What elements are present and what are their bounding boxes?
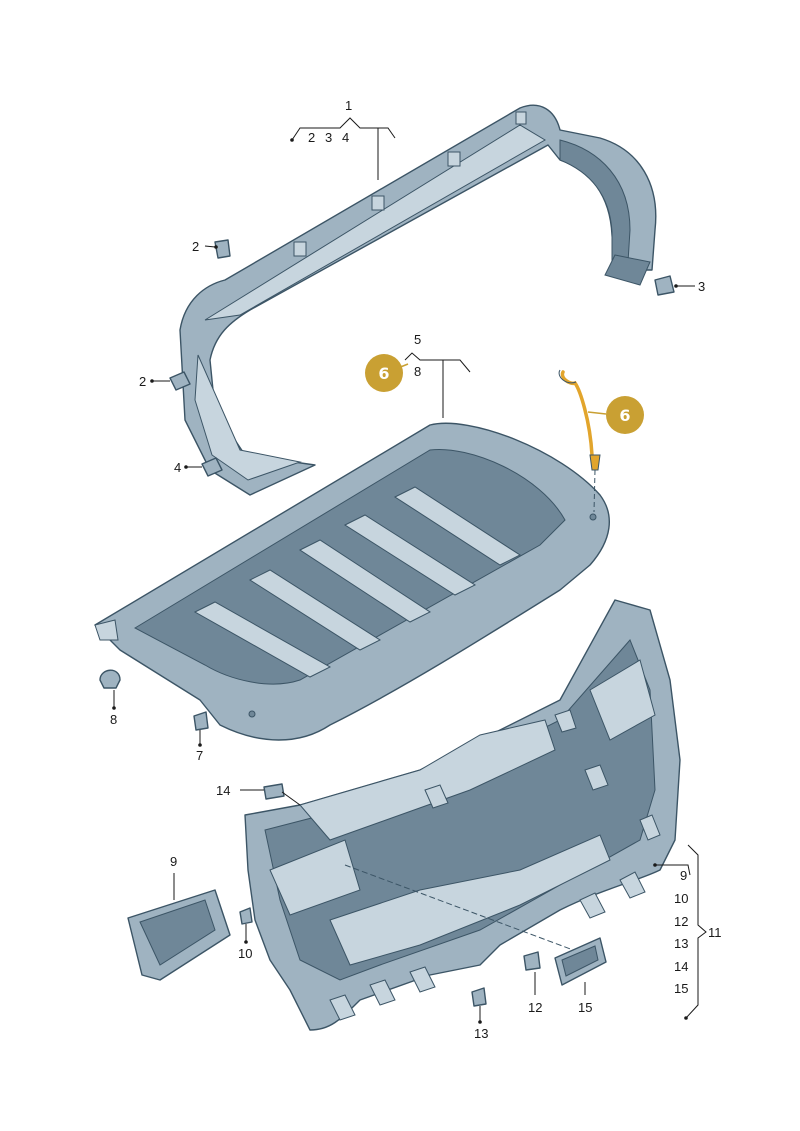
label-2-upper: 2 xyxy=(192,239,199,254)
label-12: 12 xyxy=(528,1000,542,1015)
label-1-sub-3: 3 xyxy=(325,130,332,145)
badge-6-left: 6 xyxy=(365,354,403,392)
clip-part-4 xyxy=(201,457,223,477)
label-5: 5 xyxy=(414,332,421,347)
clip-part-13 xyxy=(471,987,487,1007)
leader-lines xyxy=(113,117,707,1022)
label-1-sub-2: 2 xyxy=(308,130,315,145)
label-right-15: 15 xyxy=(674,981,688,996)
label-15: 15 xyxy=(578,1000,592,1015)
clip-part-2-lower xyxy=(169,371,191,391)
label-3: 3 xyxy=(698,279,705,294)
label-10-left: 10 xyxy=(238,946,252,961)
label-9-left: 9 xyxy=(170,854,177,869)
label-right-10: 10 xyxy=(674,891,688,906)
tailgate-trim xyxy=(244,599,681,1031)
clip-part-10 xyxy=(239,907,253,925)
label-4: 4 xyxy=(174,460,181,475)
label-14: 14 xyxy=(216,783,230,798)
tailgate-ribs xyxy=(329,709,661,1021)
badge-6-right: 6 xyxy=(606,396,644,434)
label-7: 7 xyxy=(196,748,203,763)
badge-6-left-text: 6 xyxy=(378,364,389,383)
label-5-sub-8: 8 xyxy=(414,364,421,379)
parcel-shelf xyxy=(94,422,610,741)
label-2-lower: 2 xyxy=(139,374,146,389)
clip-part-12 xyxy=(523,951,541,971)
label-right-14: 14 xyxy=(674,959,688,974)
label-right-11: 11 xyxy=(708,925,722,940)
shelf-ribs xyxy=(193,486,522,678)
clip-part-8 xyxy=(99,669,121,689)
clip-part-7 xyxy=(193,711,209,731)
handle-part-15 xyxy=(554,937,607,986)
clip-part-2-upper xyxy=(214,239,231,259)
label-right-13: 13 xyxy=(674,936,688,951)
label-8: 8 xyxy=(110,712,117,727)
clip-part-14 xyxy=(263,783,285,800)
trim-cover-part-9 xyxy=(127,889,231,981)
callout-labels: 1 2 3 4 2 2 4 3 5 8 8 7 14 9 10 12 13 15… xyxy=(110,98,722,1041)
strap-part-6 xyxy=(558,369,601,513)
badge-6-right-text: 6 xyxy=(619,406,630,425)
label-right-9: 9 xyxy=(680,868,687,883)
label-13: 13 xyxy=(474,1026,488,1041)
clip-part-3 xyxy=(654,275,675,296)
upper-trim-frame xyxy=(179,104,657,496)
label-1-sub-4: 4 xyxy=(342,130,349,145)
label-right-12: 12 xyxy=(674,914,688,929)
label-1: 1 xyxy=(345,98,352,113)
leader-dots xyxy=(112,138,688,1024)
